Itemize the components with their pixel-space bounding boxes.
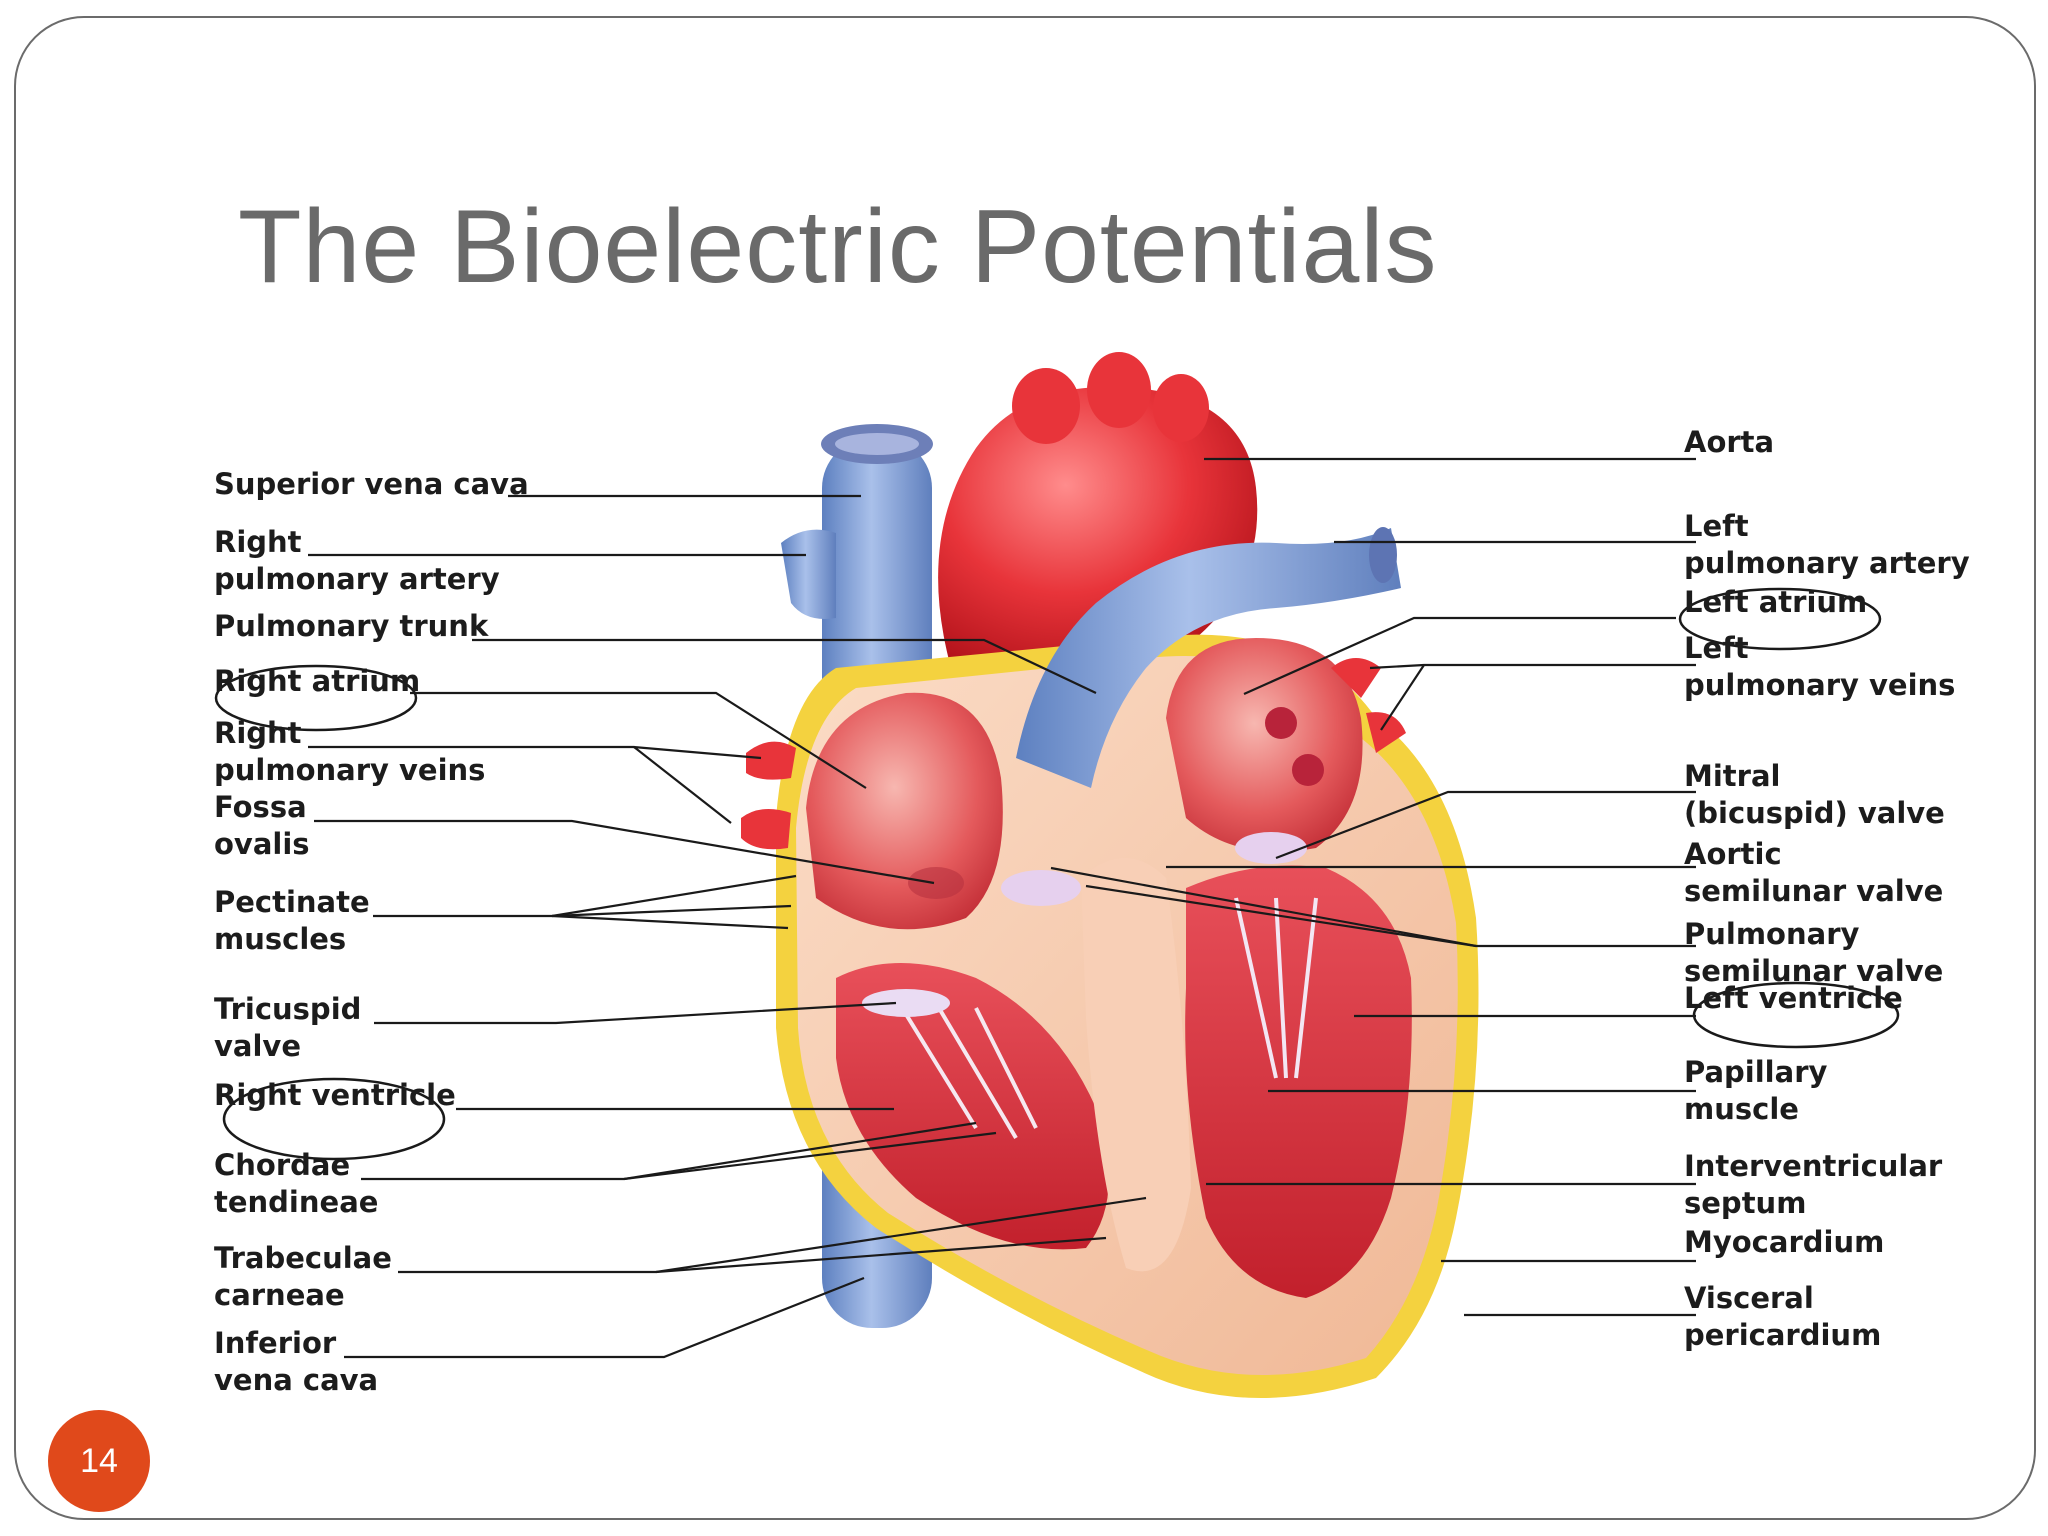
label-pectinate-muscles: Pectinate muscles — [214, 885, 370, 956]
label-superior-vena-cava: Superior vena cava — [214, 467, 529, 501]
label-pulmonary-trunk: Pulmonary trunk — [214, 609, 489, 643]
valves-shape — [862, 832, 1307, 1017]
heart-diagram — [214, 352, 1900, 1398]
left-ventricle-shape — [1185, 865, 1412, 1298]
page-number-badge: 14 — [48, 1410, 150, 1512]
label-mitral-valve: Mitral (bicuspid) valve — [1684, 759, 1945, 830]
label-papillary-muscle: Papillary muscle — [1684, 1055, 1828, 1126]
left-leader-lines — [308, 494, 1147, 1359]
label-circles — [214, 587, 1900, 1161]
label-aorta: Aorta — [1684, 425, 1775, 459]
right-ventricle-shape — [836, 963, 1109, 1250]
left-atrium-shape — [741, 638, 1406, 852]
label-trabeculae-carneae: Trabeculae carneae — [214, 1241, 392, 1312]
label-myocardium: Myocardium — [1684, 1225, 1885, 1259]
label-right-pulmonary-veins: Right pulmonary veins — [214, 716, 486, 787]
label-aortic-semilunar-valve: Aortic semilunar valve — [1684, 837, 1944, 908]
slide: The Bioelectric Potentials — [14, 16, 2036, 1520]
label-left-atrium: Left atrium — [1684, 585, 1868, 619]
label-pulmonary-semilunar-valve: Pulmonary semilunar valve — [1684, 917, 1944, 988]
right-leader-lines — [1050, 457, 1696, 1317]
label-chordae-tendineae: Chordae tendineae — [214, 1148, 379, 1219]
label-right-ventricle: Right ventricle — [214, 1078, 456, 1112]
slide-title: The Bioelectric Potentials — [238, 189, 1438, 305]
septum-shape — [1081, 858, 1191, 1272]
label-right-atrium: Right atrium — [214, 664, 421, 698]
label-left-pulmonary-veins: Left pulmonary veins — [1684, 631, 1956, 702]
label-inferior-vena-cava: Inferior vena cava — [214, 1326, 379, 1397]
label-left-ventricle: Left ventricle — [1684, 981, 1903, 1015]
label-right-pulmonary-artery: Right pulmonary artery — [214, 525, 500, 596]
label-fossa-ovalis: Fossa ovalis — [214, 790, 310, 861]
label-tricuspid-valve: Tricuspid valve — [214, 992, 362, 1063]
label-visceral-pericardium: Visceral pericardium — [1684, 1281, 1882, 1352]
label-interventricular-septum: Interventricular septum — [1684, 1149, 1943, 1220]
label-left-pulmonary-artery: Left pulmonary artery — [1684, 509, 1970, 580]
